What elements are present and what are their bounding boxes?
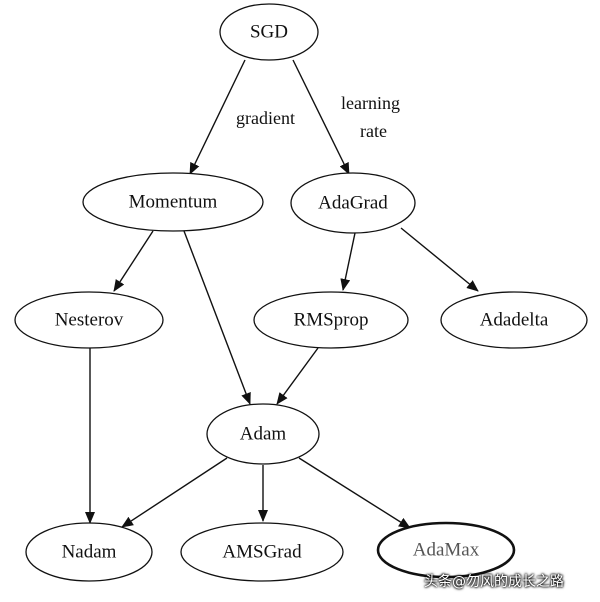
node-adam-ellipse [206, 403, 320, 465]
edge-label-learning: learning [341, 93, 400, 113]
node-adagrad-ellipse [290, 172, 416, 234]
node-rmsprop: RMSprop [253, 291, 409, 349]
node-nesterov: Nesterov [14, 291, 164, 349]
node-amsgrad-ellipse [180, 522, 344, 582]
edge-sgd-adagrad [292, 59, 350, 175]
edge-adagrad-adadelta [400, 227, 479, 292]
node-amsgrad-label: AMSGrad [222, 542, 302, 563]
edge-label-gradient: gradient [236, 108, 295, 128]
edge-rmsprop-adam [276, 347, 319, 405]
node-adamax-label: AdaMax [413, 540, 480, 561]
node-adamax: AdaMax [376, 521, 516, 579]
node-momentum: Momentum [82, 172, 264, 232]
node-amsgrad: AMSGrad [180, 522, 344, 582]
node-nesterov-label: Nesterov [55, 310, 124, 331]
edge-adam-nadam [121, 457, 228, 528]
node-rmsprop-label: RMSprop [294, 310, 369, 331]
edge-momentum-adam [183, 230, 251, 405]
node-adadelta-label: Adadelta [480, 310, 549, 331]
edges [85, 59, 479, 529]
node-adadelta: Adadelta [440, 291, 588, 349]
edge-adam-adamax [298, 457, 411, 529]
node-nadam-label: Nadam [62, 542, 117, 563]
node-sgd-label: SGD [250, 22, 288, 43]
edge-adagrad-rmsprop [340, 232, 356, 291]
node-nadam-ellipse [25, 522, 153, 582]
watermark: 头条@勿风的成长之路 [424, 568, 564, 594]
node-adagrad-label: AdaGrad [318, 193, 388, 214]
node-rmsprop-ellipse [253, 291, 409, 349]
node-nesterov-ellipse [14, 291, 164, 349]
node-adam-label: Adam [240, 424, 287, 445]
node-nadam: Nadam [25, 522, 153, 582]
edge-label-rate: rate [360, 121, 387, 141]
watermark-text: 头条@勿风的成长之路 [424, 574, 564, 590]
edge-sgd-momentum [189, 59, 246, 175]
edge-momentum-nesterov [113, 230, 154, 292]
node-adamax-ellipse [376, 521, 516, 579]
node-sgd: SGD [219, 3, 319, 61]
node-adagrad: AdaGrad [290, 172, 416, 234]
node-sgd-ellipse [219, 3, 319, 61]
node-momentum-label: Momentum [129, 192, 218, 213]
node-momentum-ellipse [82, 172, 264, 232]
node-adam: Adam [206, 403, 320, 465]
node-adadelta-ellipse [440, 291, 588, 349]
